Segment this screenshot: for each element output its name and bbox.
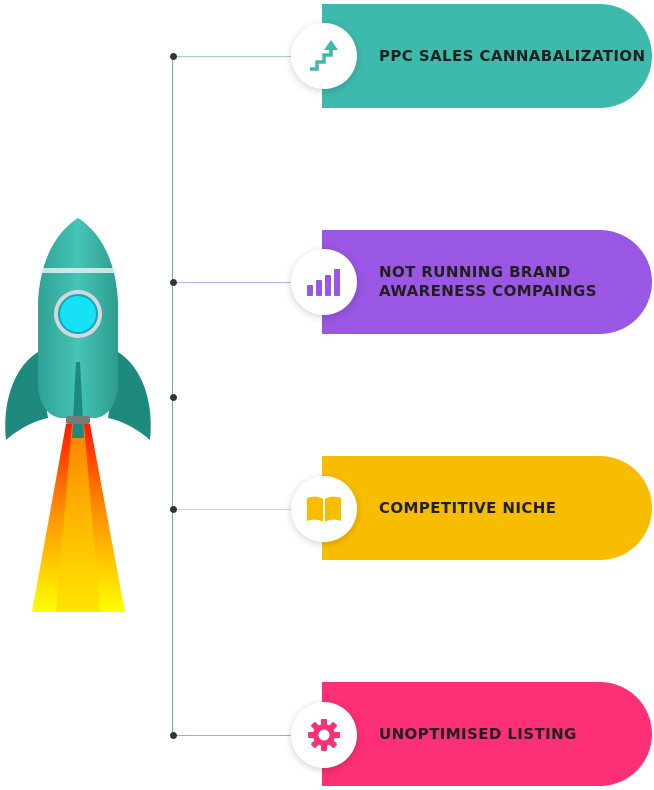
- connector-line-3: [173, 509, 303, 510]
- item-icon-circle-1: [291, 23, 357, 89]
- gear-icon: [308, 719, 340, 751]
- rocket-flame: [32, 424, 125, 612]
- item-label-2: NOT RUNNING BRAND AWARENESS COMPAINGS: [379, 263, 597, 300]
- rocket-left-fin: [5, 352, 48, 440]
- item-pill-2: NOT RUNNING BRAND AWARENESS COMPAINGS: [322, 230, 652, 334]
- item-icon-circle-3: [291, 476, 357, 542]
- open-book-icon: [307, 496, 341, 522]
- rocket-illustration: [5, 218, 151, 612]
- connector-dot-3: [170, 506, 177, 513]
- connector-line-4: [173, 735, 303, 736]
- item-pill-1: PPC SALES CANNABALIZATION: [322, 4, 652, 108]
- rocket-right-fin: [108, 352, 151, 440]
- connector-dot-2: [170, 279, 177, 286]
- item-label-1: PPC SALES CANNABALIZATION: [379, 46, 646, 65]
- connector-dot-4: [170, 732, 177, 739]
- item-pill-4: UNOPTIMISED LISTING: [322, 682, 652, 786]
- item-icon-circle-2: [291, 249, 357, 315]
- connector-dot-middle: [170, 394, 177, 401]
- connector-line-1: [173, 56, 303, 57]
- item-label-4: UNOPTIMISED LISTING: [379, 724, 577, 743]
- growth-arrow-icon: [310, 40, 338, 71]
- item-icon-circle-4: [291, 702, 357, 768]
- item-label-3: COMPETITIVE NICHE: [379, 498, 557, 517]
- bar-chart-icon: [307, 269, 340, 296]
- connector-dot-1: [170, 53, 177, 60]
- connector-line-2: [173, 282, 303, 283]
- item-pill-3: COMPETITIVE NICHE: [322, 456, 652, 560]
